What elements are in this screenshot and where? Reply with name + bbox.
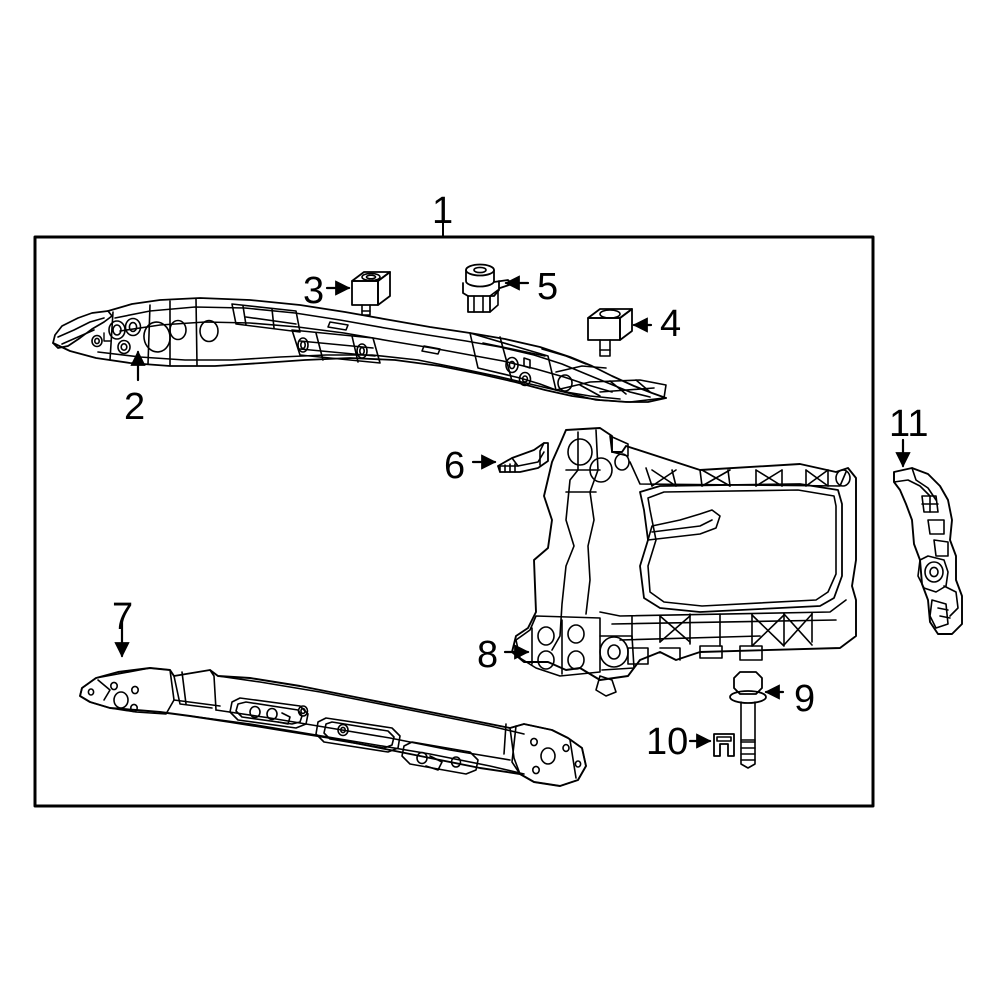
part-4-isolator-mount-hex bbox=[587, 308, 633, 357]
callout-label-9: 9 bbox=[794, 678, 816, 720]
callout-label-2: 2 bbox=[124, 386, 146, 428]
callout-label-5: 5 bbox=[537, 266, 559, 308]
part-11-outer-side-bracket bbox=[893, 467, 963, 635]
callout-label-11: 11 bbox=[889, 403, 929, 445]
callout-label-1: 1 bbox=[432, 190, 454, 232]
part-5-isolator-grommet-flanged bbox=[462, 263, 513, 313]
callout-label-3: 3 bbox=[303, 270, 325, 312]
callout-label-6: 6 bbox=[444, 445, 466, 487]
part-9-flange-head-bolt bbox=[729, 671, 767, 769]
part-2-upper-crossmember bbox=[52, 297, 667, 403]
part-3-isolator-grommet-cube bbox=[351, 271, 391, 316]
callout-label-7: 7 bbox=[112, 596, 134, 638]
part-8-side-support-bracket bbox=[511, 427, 857, 697]
part-6-retainer-wedge-clip bbox=[497, 442, 549, 473]
part-10-u-nut-clip bbox=[713, 733, 735, 757]
assembly-frame-box bbox=[33, 235, 875, 808]
callout-label-10: 10 bbox=[646, 721, 689, 763]
callout-label-4: 4 bbox=[660, 303, 682, 345]
part-7-lower-crossmember bbox=[79, 667, 587, 787]
callout-label-8: 8 bbox=[477, 634, 499, 676]
